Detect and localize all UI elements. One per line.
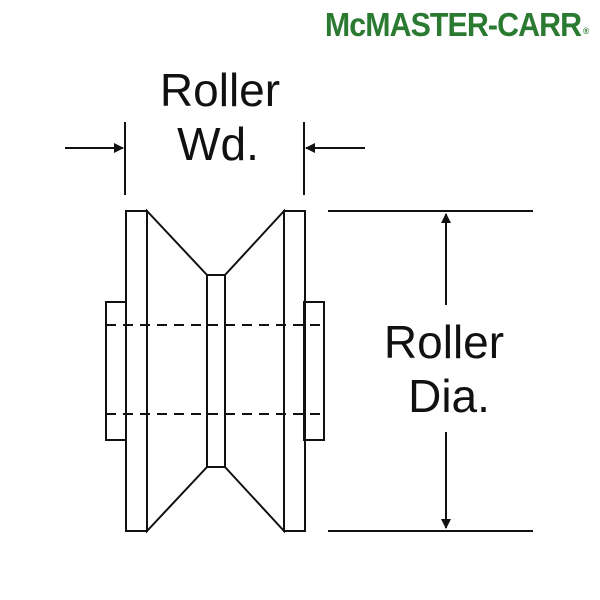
hub-left [105, 301, 127, 441]
brand-name: McMASTER-CARR [324, 6, 582, 43]
roller-dia-label-line2: Dia. [408, 370, 490, 422]
v-groove-roller-icon [105, 208, 325, 534]
flange-right [283, 210, 306, 532]
registered-mark: ® [582, 26, 589, 36]
flange-left [125, 210, 148, 532]
brand-logo: McMASTER-CARR® [324, 6, 589, 44]
v-groove-right [224, 208, 285, 534]
roller-width-label-line2: Wd. [177, 118, 259, 170]
groove-bottom [206, 274, 226, 468]
roller-dia-label-line1: Roller [384, 316, 504, 368]
v-groove-left [146, 208, 208, 534]
hub-right [303, 301, 325, 441]
roller-width-label-line1: Roller [160, 64, 280, 116]
